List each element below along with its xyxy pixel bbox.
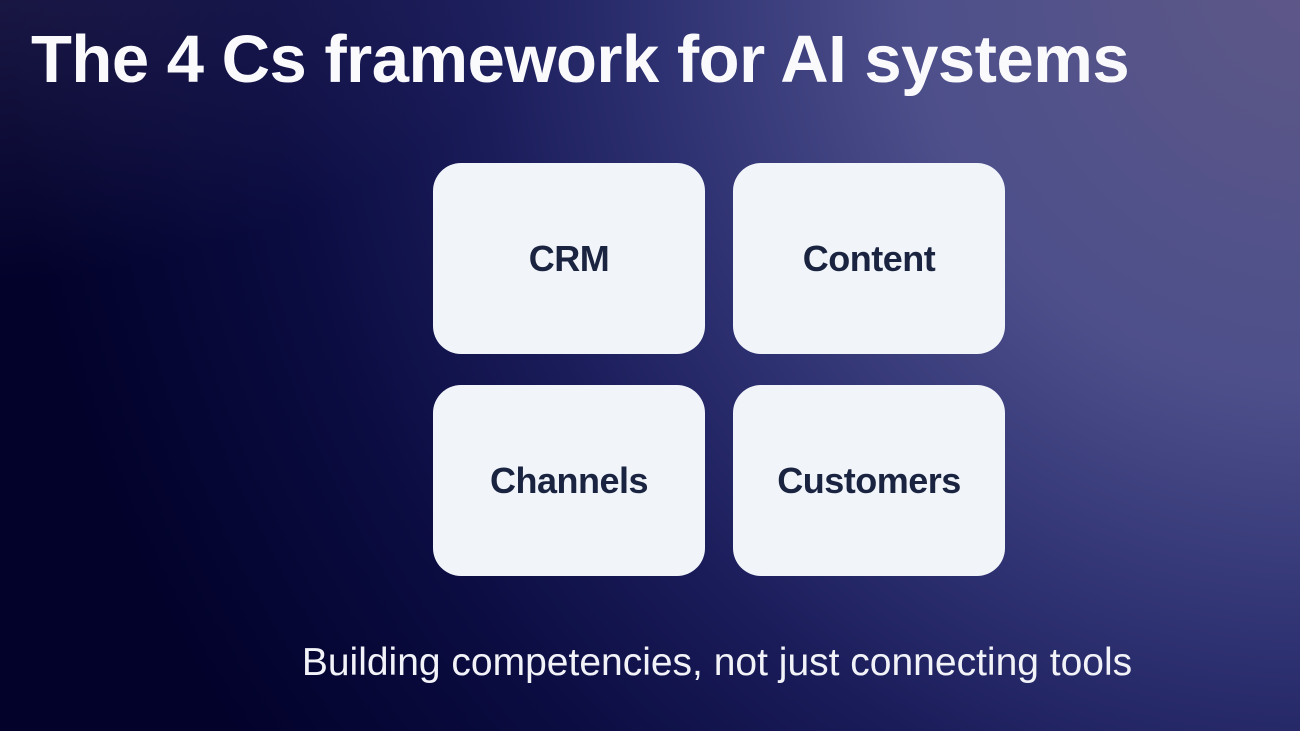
framework-card-label: Customers — [777, 459, 961, 501]
slide-caption: Building competencies, not just connecti… — [301, 641, 1133, 684]
framework-card-crm: CRM — [433, 163, 705, 354]
framework-card-label: Content — [802, 237, 936, 279]
framework-card-content: Content — [733, 163, 1005, 354]
framework-card-label: CRM — [528, 237, 610, 279]
framework-grid: CRM Content Channels Customers — [433, 163, 1005, 576]
slide-title: The 4 Cs framework for AI systems — [31, 22, 1130, 97]
framework-card-customers: Customers — [733, 385, 1005, 576]
framework-card-label: Channels — [489, 459, 649, 501]
framework-card-channels: Channels — [433, 385, 705, 576]
